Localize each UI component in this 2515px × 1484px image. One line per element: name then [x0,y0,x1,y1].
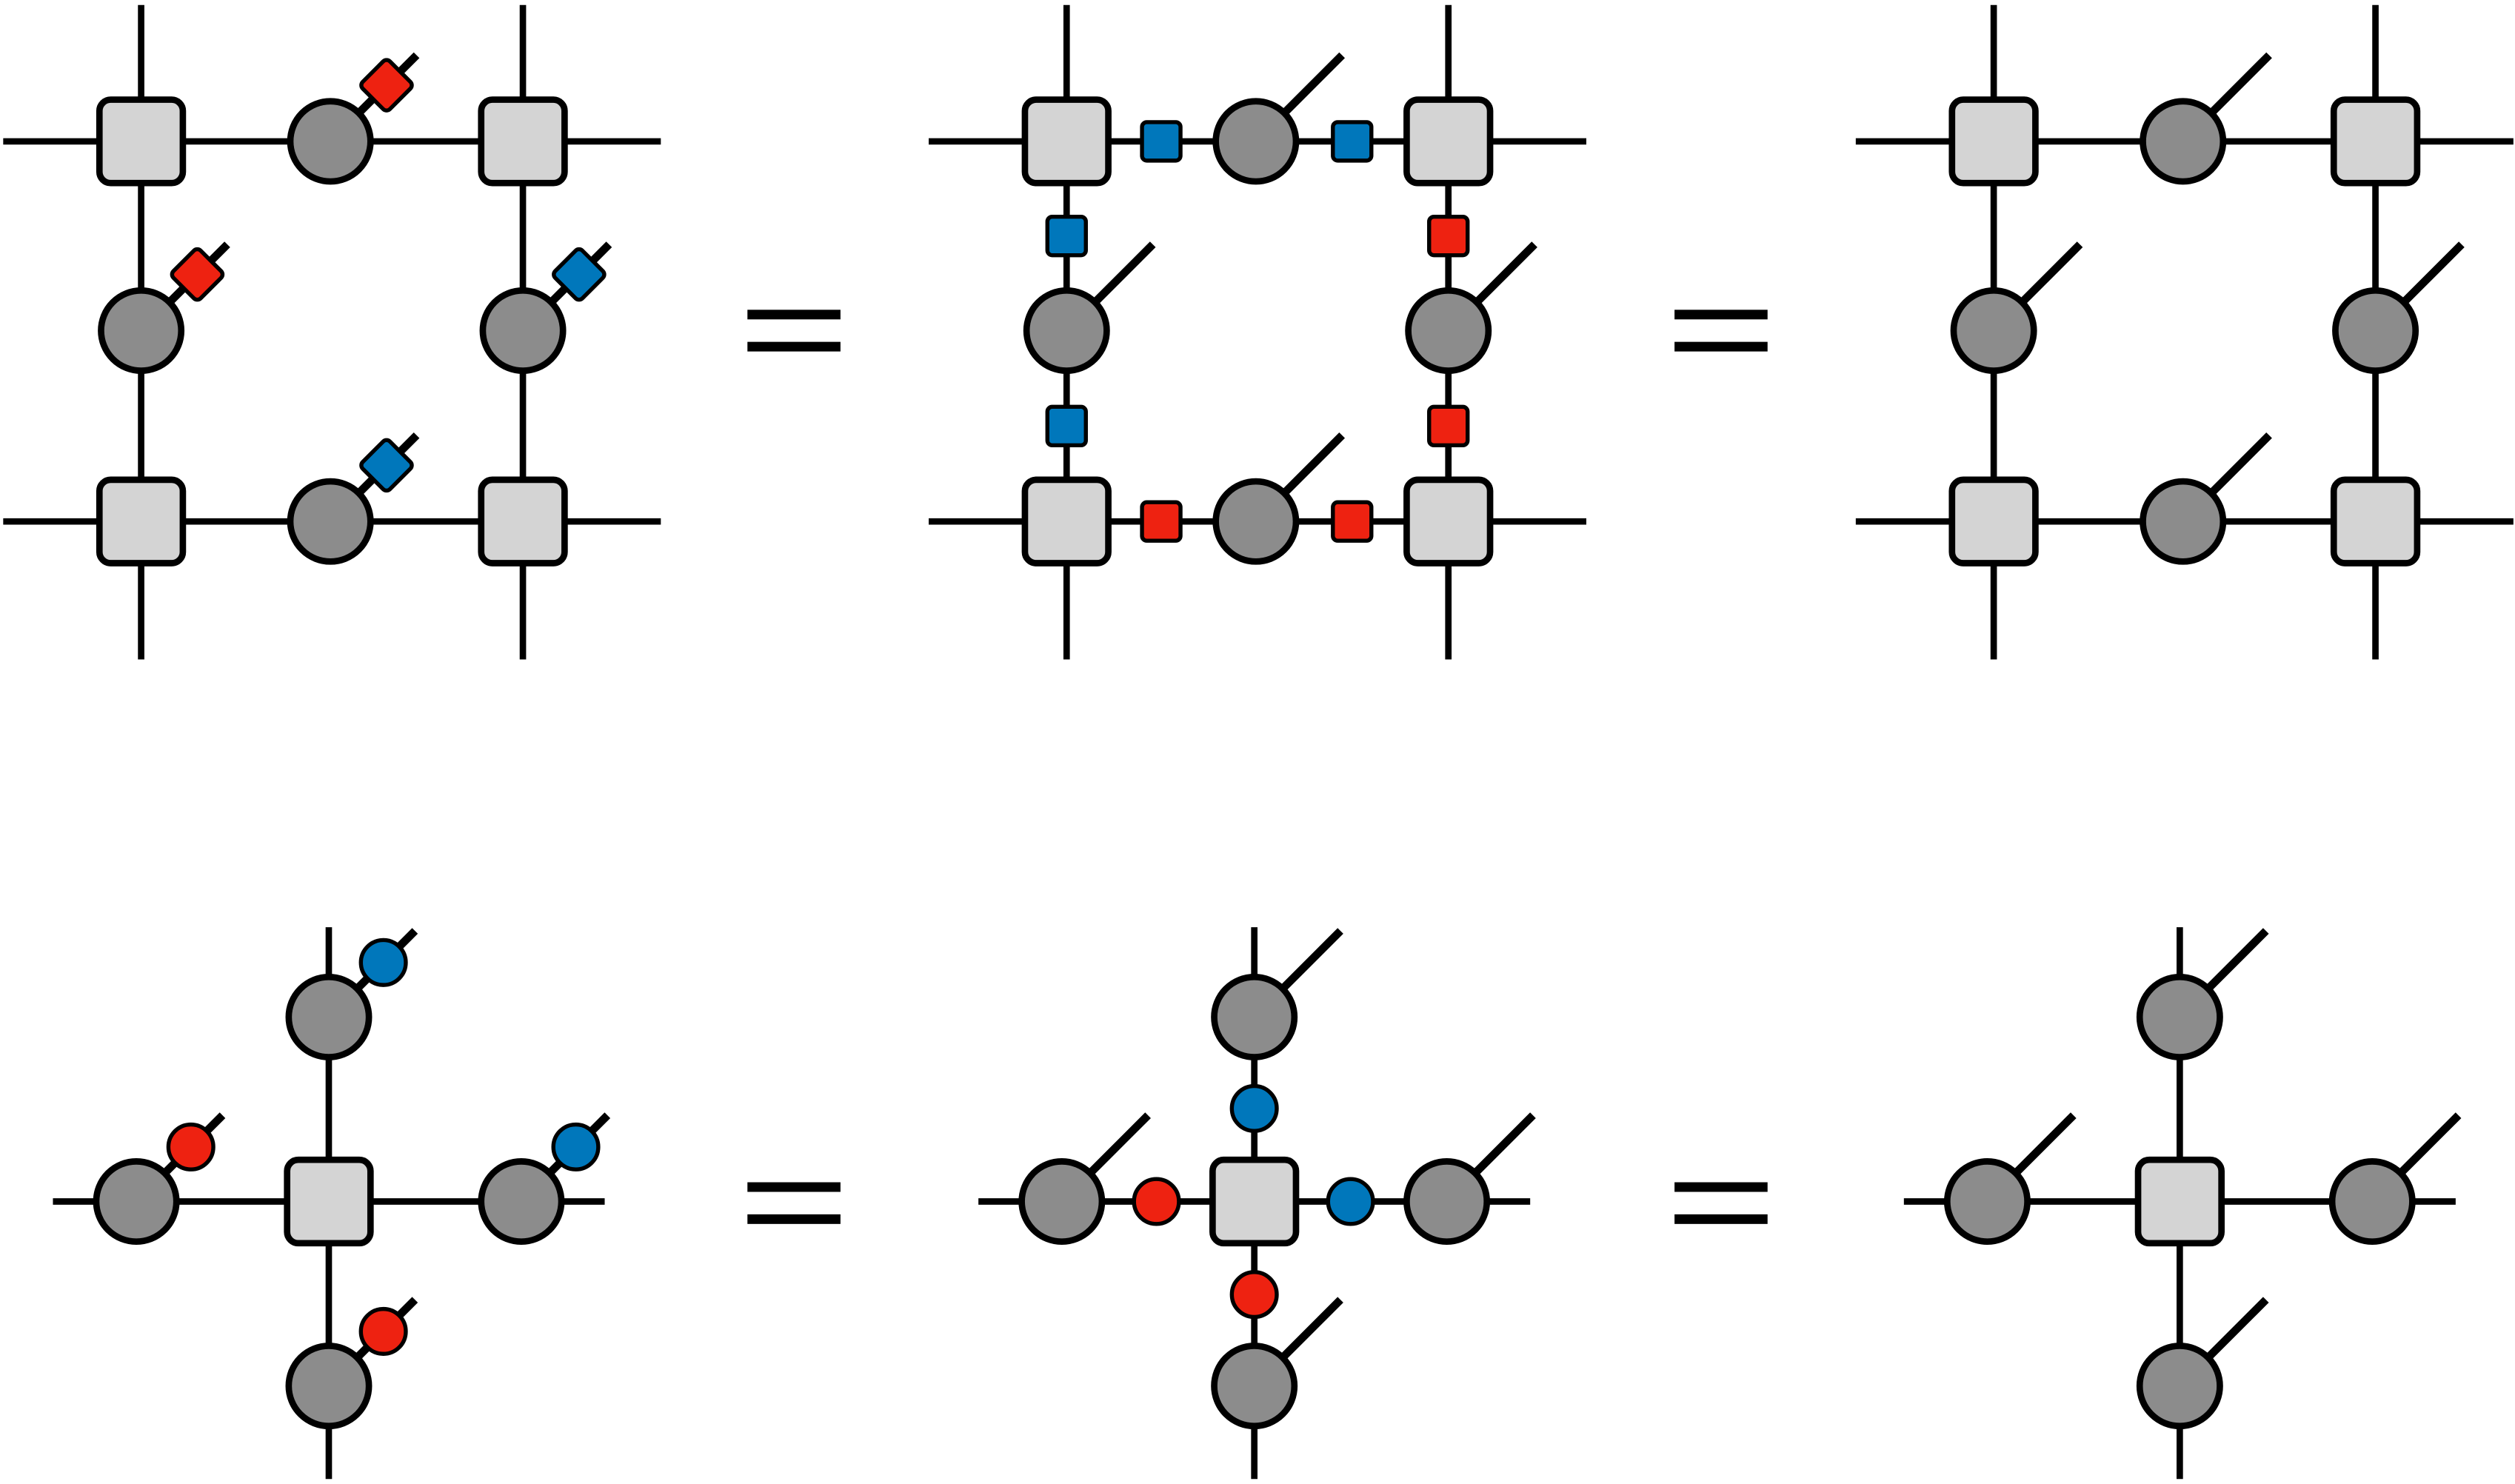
site-tensor [96,476,187,566]
matter-tensor [1212,478,1300,565]
site-tensor [1021,476,1112,566]
equals-bar [747,1214,841,1224]
equals-bar [747,1182,841,1192]
matter-tensor [287,98,374,185]
site-tensor [1209,1156,1300,1247]
matter-tensor [479,287,567,374]
blue-gauge-circle [551,1122,601,1172]
site-tensor [478,476,568,566]
red-gauge-square [1427,214,1470,258]
matter-tensor [1943,1158,2031,1245]
site-tensor [96,96,187,187]
matter-tensor [1023,287,1110,374]
equals-bar [747,310,841,320]
site-tensor [1948,476,2039,566]
matter-tensor [1211,1343,1298,1430]
matter-tensor [1211,973,1298,1060]
matter-tensor [1403,1158,1491,1245]
blue-gauge-circle [1229,1083,1279,1133]
matter-tensor [2136,1343,2223,1430]
red-gauge-square [1331,500,1374,543]
equals-sign-bottom-1: = [747,1182,841,1224]
matter-tensor [98,287,185,374]
plaquette-invariant [1855,4,2514,660]
matter-tensor [287,478,374,565]
equals-bar [1674,1182,1768,1192]
blue-gauge-circle [1326,1177,1375,1226]
blue-gauge-square [1045,404,1088,448]
equals-bar [1674,341,1768,352]
site-tensor [478,96,568,187]
blue-gauge-square [552,247,607,302]
site-tensor [1403,96,1494,187]
matter-tensor [2140,478,2227,565]
matter-tensor [1212,98,1300,185]
equals-bar [1674,310,1768,320]
blue-gauge-square [1045,214,1088,258]
star-invariant [1903,927,2462,1480]
matter-tensor [1405,287,1492,374]
matter-tensor [1950,287,2037,374]
red-gauge-circle [1229,1270,1279,1320]
matter-tensor [2136,973,2223,1060]
equals-sign-top-2: = [1674,310,1768,352]
site-tensor [1021,96,1112,187]
red-gauge-circle [358,1306,408,1356]
matter-tensor [2328,1158,2416,1245]
blue-gauge-square [1140,120,1183,163]
red-gauge-square [170,247,225,302]
equals-sign-top-1: = [747,310,841,352]
site-tensor [284,1156,374,1247]
blue-gauge-square [1331,120,1374,163]
matter-tensor [2140,98,2227,185]
red-gauge-square [359,58,414,113]
red-gauge-circle [166,1122,216,1172]
site-tensor [1403,476,1494,566]
equals-sign-bottom-2: = [1674,1182,1768,1224]
site-tensor [2134,1156,2225,1247]
blue-gauge-circle [358,937,408,987]
matter-tensor [285,1343,373,1430]
star-with-gauge-on-bonds [978,927,1536,1480]
matter-tensor [2332,287,2419,374]
site-tensor [2330,96,2421,187]
plaquette-with-gauge-on-bonds [929,4,1586,660]
matter-tensor [93,1158,180,1245]
matter-tensor [478,1158,565,1245]
equals-bar [747,341,841,352]
matter-tensor [285,973,373,1060]
red-gauge-square [1427,404,1470,448]
blue-gauge-square [359,438,414,493]
red-gauge-circle [1132,1177,1181,1226]
red-gauge-square [1140,500,1183,543]
star-with-gauge-on-legs [53,927,611,1480]
equals-bar [1674,1214,1768,1224]
plaquette-with-gauge-on-legs [3,4,661,660]
site-tensor [2330,476,2421,566]
site-tensor [1948,96,2039,187]
matter-tensor [1018,1158,1106,1245]
